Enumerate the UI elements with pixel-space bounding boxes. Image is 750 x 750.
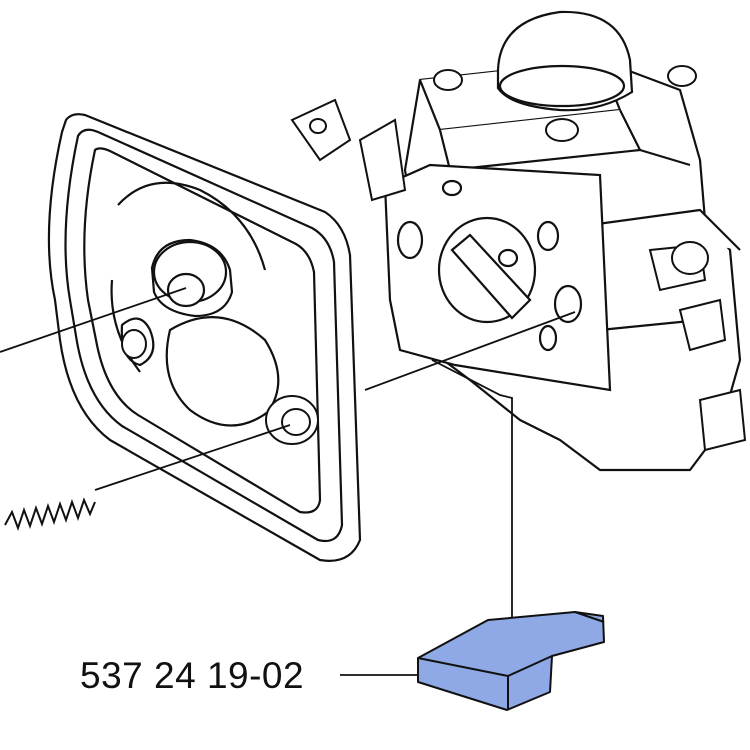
carburetor-flange — [383, 163, 612, 392]
part-number-label: 537 24 19-02 — [80, 655, 305, 696]
tension-spring — [4, 497, 96, 531]
bolt-hole — [121, 329, 319, 445]
leader-lines — [0, 287, 576, 676]
intake-plate — [47, 113, 362, 562]
highlighted-part-block — [417, 611, 605, 711]
intake-boss — [150, 238, 234, 318]
adjustment-screws — [290, 98, 747, 452]
mounting-screw — [433, 65, 697, 142]
primer-bulb — [496, 10, 634, 112]
